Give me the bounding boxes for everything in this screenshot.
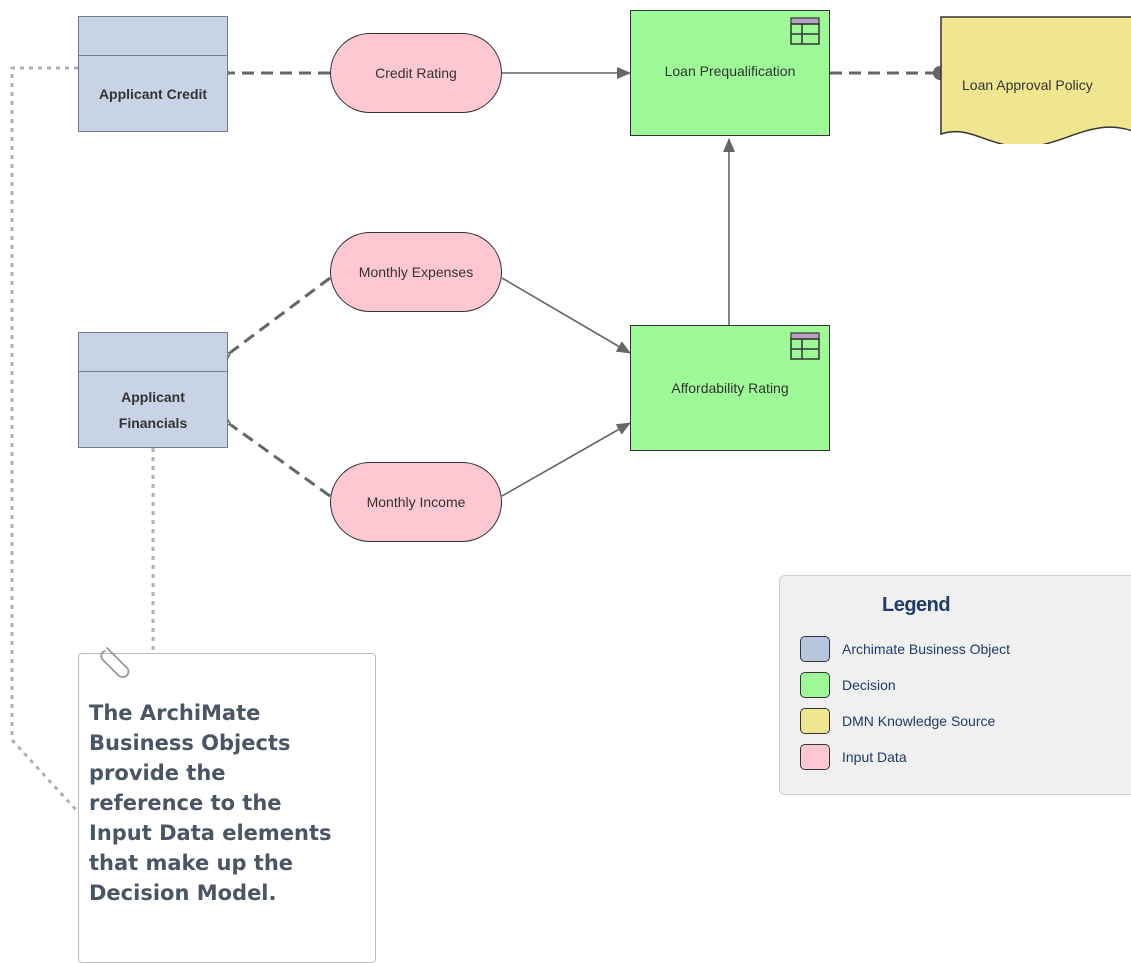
loan-approval-policy-source[interactable]: Loan Approval Policy (940, 16, 1131, 144)
credit-rating-input[interactable]: Credit Rating (330, 33, 502, 113)
business-object-header (79, 17, 227, 56)
legend-label: Decision (842, 677, 896, 693)
edge-income-to-financials[interactable] (231, 425, 331, 498)
paperclip-icon (100, 647, 130, 678)
monthly-income-input[interactable]: Monthly Income (330, 462, 502, 542)
input-data-label: Monthly Expenses (358, 264, 474, 280)
legend-title: Legend (882, 594, 951, 616)
legend-label: DMN Knowledge Source (842, 713, 996, 729)
note-text: The ArchiMate Business Objects provide t… (89, 701, 332, 905)
monthly-expenses-input[interactable]: Monthly Expenses (330, 232, 502, 312)
legend-swatch (800, 708, 830, 734)
decision-table-icon (790, 332, 820, 360)
edge-expenses-to-affordability[interactable] (501, 277, 631, 354)
input-data-label: Monthly Income (366, 494, 466, 510)
legend-item-knowledge-source: DMN Knowledge Source (800, 707, 995, 735)
business-object-label: Applicant Credit (98, 86, 208, 102)
legend-swatch (800, 672, 830, 698)
legend-item-business-object: Archimate Business Object (800, 635, 1010, 663)
note-link-applicant-credit[interactable] (10, 66, 80, 814)
knowledge-source-shape (940, 16, 1131, 144)
loan-prequalification-decision[interactable]: Loan Prequalification (630, 10, 830, 136)
knowledge-source-label: Loan Approval Policy (962, 77, 1093, 93)
legend-panel: Legend Archimate Business Object Decisio… (779, 575, 1131, 795)
legend-label: Archimate Business Object (842, 641, 1011, 657)
legend-swatch (800, 636, 830, 662)
diagram-note[interactable]: The ArchiMate Business Objects provide t… (78, 647, 376, 963)
legend-item-input-data: Input Data (800, 743, 907, 771)
affordability-rating-decision[interactable]: Affordability Rating (630, 325, 830, 451)
decision-table-icon (790, 17, 820, 45)
edge-income-to-affordability[interactable] (501, 422, 631, 497)
business-object-label: Applicant Financials (118, 389, 188, 431)
applicant-financials-object[interactable]: Applicant Financials (78, 332, 228, 448)
applicant-credit-object[interactable]: Applicant Credit (78, 16, 228, 132)
legend-label: Input Data (842, 749, 907, 765)
edge-expenses-to-financials[interactable] (231, 276, 331, 352)
business-object-header (79, 333, 227, 372)
legend-swatch (800, 744, 830, 770)
input-data-label: Credit Rating (375, 65, 457, 81)
decision-label: Loan Prequalification (664, 63, 796, 79)
legend-item-decision: Decision (800, 671, 896, 699)
decision-label: Affordability Rating (671, 380, 789, 396)
